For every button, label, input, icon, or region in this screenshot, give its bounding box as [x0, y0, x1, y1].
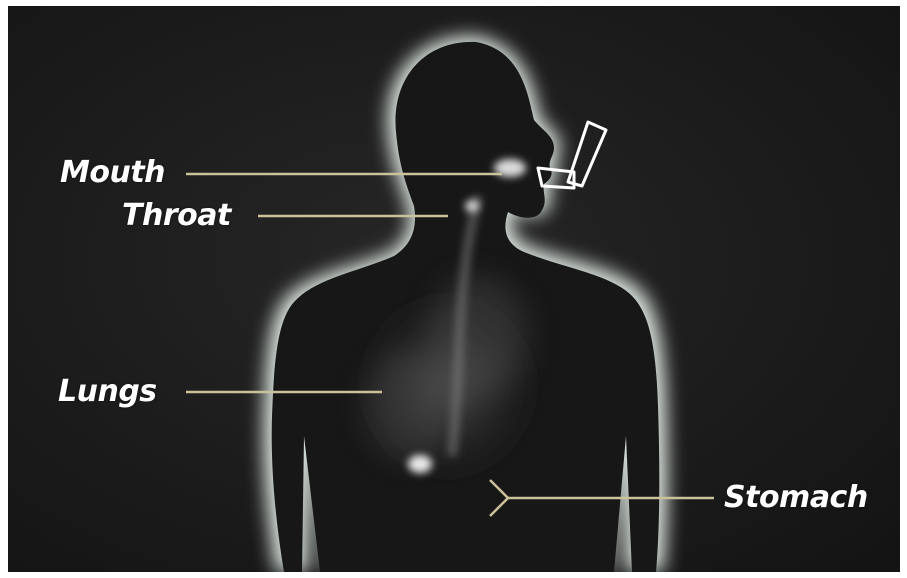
stomach-deposit — [408, 455, 432, 473]
diagram-frame: Mouth Throat Lungs Stomach — [8, 6, 900, 572]
label-throat: Throat — [122, 201, 231, 231]
label-mouth: Mouth — [60, 158, 165, 188]
label-lungs: Lungs — [58, 377, 157, 407]
throat-deposit — [465, 200, 479, 212]
label-stomach: Stomach — [724, 483, 868, 513]
